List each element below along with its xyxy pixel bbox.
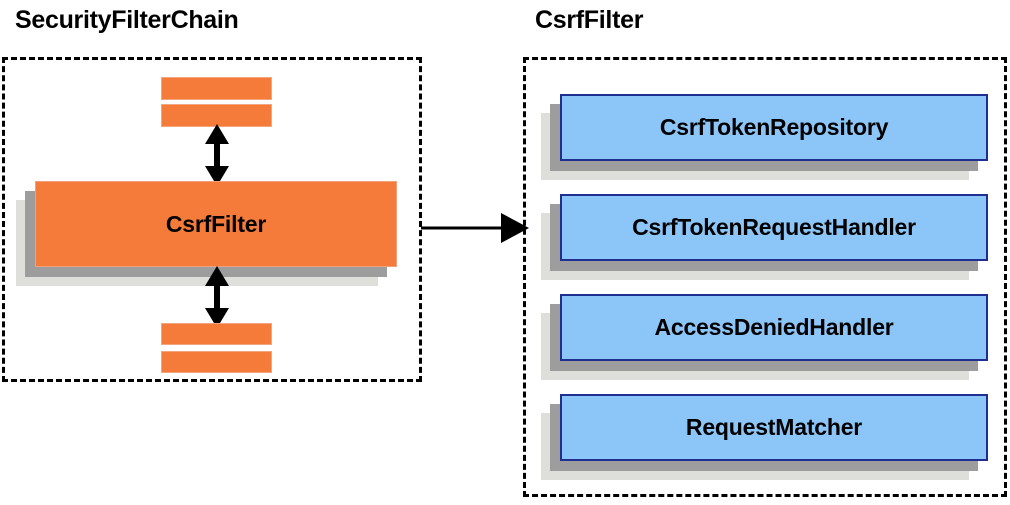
csrf-token-request-handler-block-face: CsrfTokenRequestHandler (560, 194, 988, 261)
filter-slab-top-1 (161, 77, 272, 100)
csrf-filter-block-face: CsrfFilter (35, 181, 397, 267)
csrf-token-repository-block[interactable]: CsrfTokenRepository (541, 94, 988, 180)
request-matcher-block[interactable]: RequestMatcher (541, 394, 988, 480)
access-denied-handler-block-face: AccessDeniedHandler (560, 294, 988, 361)
csrf-token-request-handler-block[interactable]: CsrfTokenRequestHandler (541, 194, 988, 280)
csrf-token-request-handler-label: CsrfTokenRequestHandler (632, 214, 916, 240)
csrf-token-repository-block-face: CsrfTokenRepository (560, 94, 988, 161)
csrf-token-repository-label: CsrfTokenRepository (659, 114, 889, 140)
csrf-filter-block-label: CsrfFilter (165, 210, 267, 237)
csrf-filter-block[interactable]: CsrfFilter (16, 181, 397, 286)
page-title-security-filter-chain: SecurityFilterChain (15, 6, 239, 34)
csrffilter-expands-to-arrow (421, 213, 529, 243)
access-denied-handler-block[interactable]: AccessDeniedHandler (541, 294, 988, 380)
request-matcher-label: RequestMatcher (685, 414, 863, 440)
filter-slab-bottom-2 (161, 351, 272, 373)
security-filter-chain-panel (2, 57, 422, 382)
filter-slab-bottom-1 (161, 323, 272, 345)
request-matcher-block-face: RequestMatcher (560, 394, 988, 461)
filter-slab-top-2 (161, 104, 272, 127)
access-denied-handler-label: AccessDeniedHandler (654, 314, 894, 340)
page-title-csrf-filter: CsrfFilter (535, 6, 644, 34)
csrf-filter-panel (523, 57, 1007, 497)
